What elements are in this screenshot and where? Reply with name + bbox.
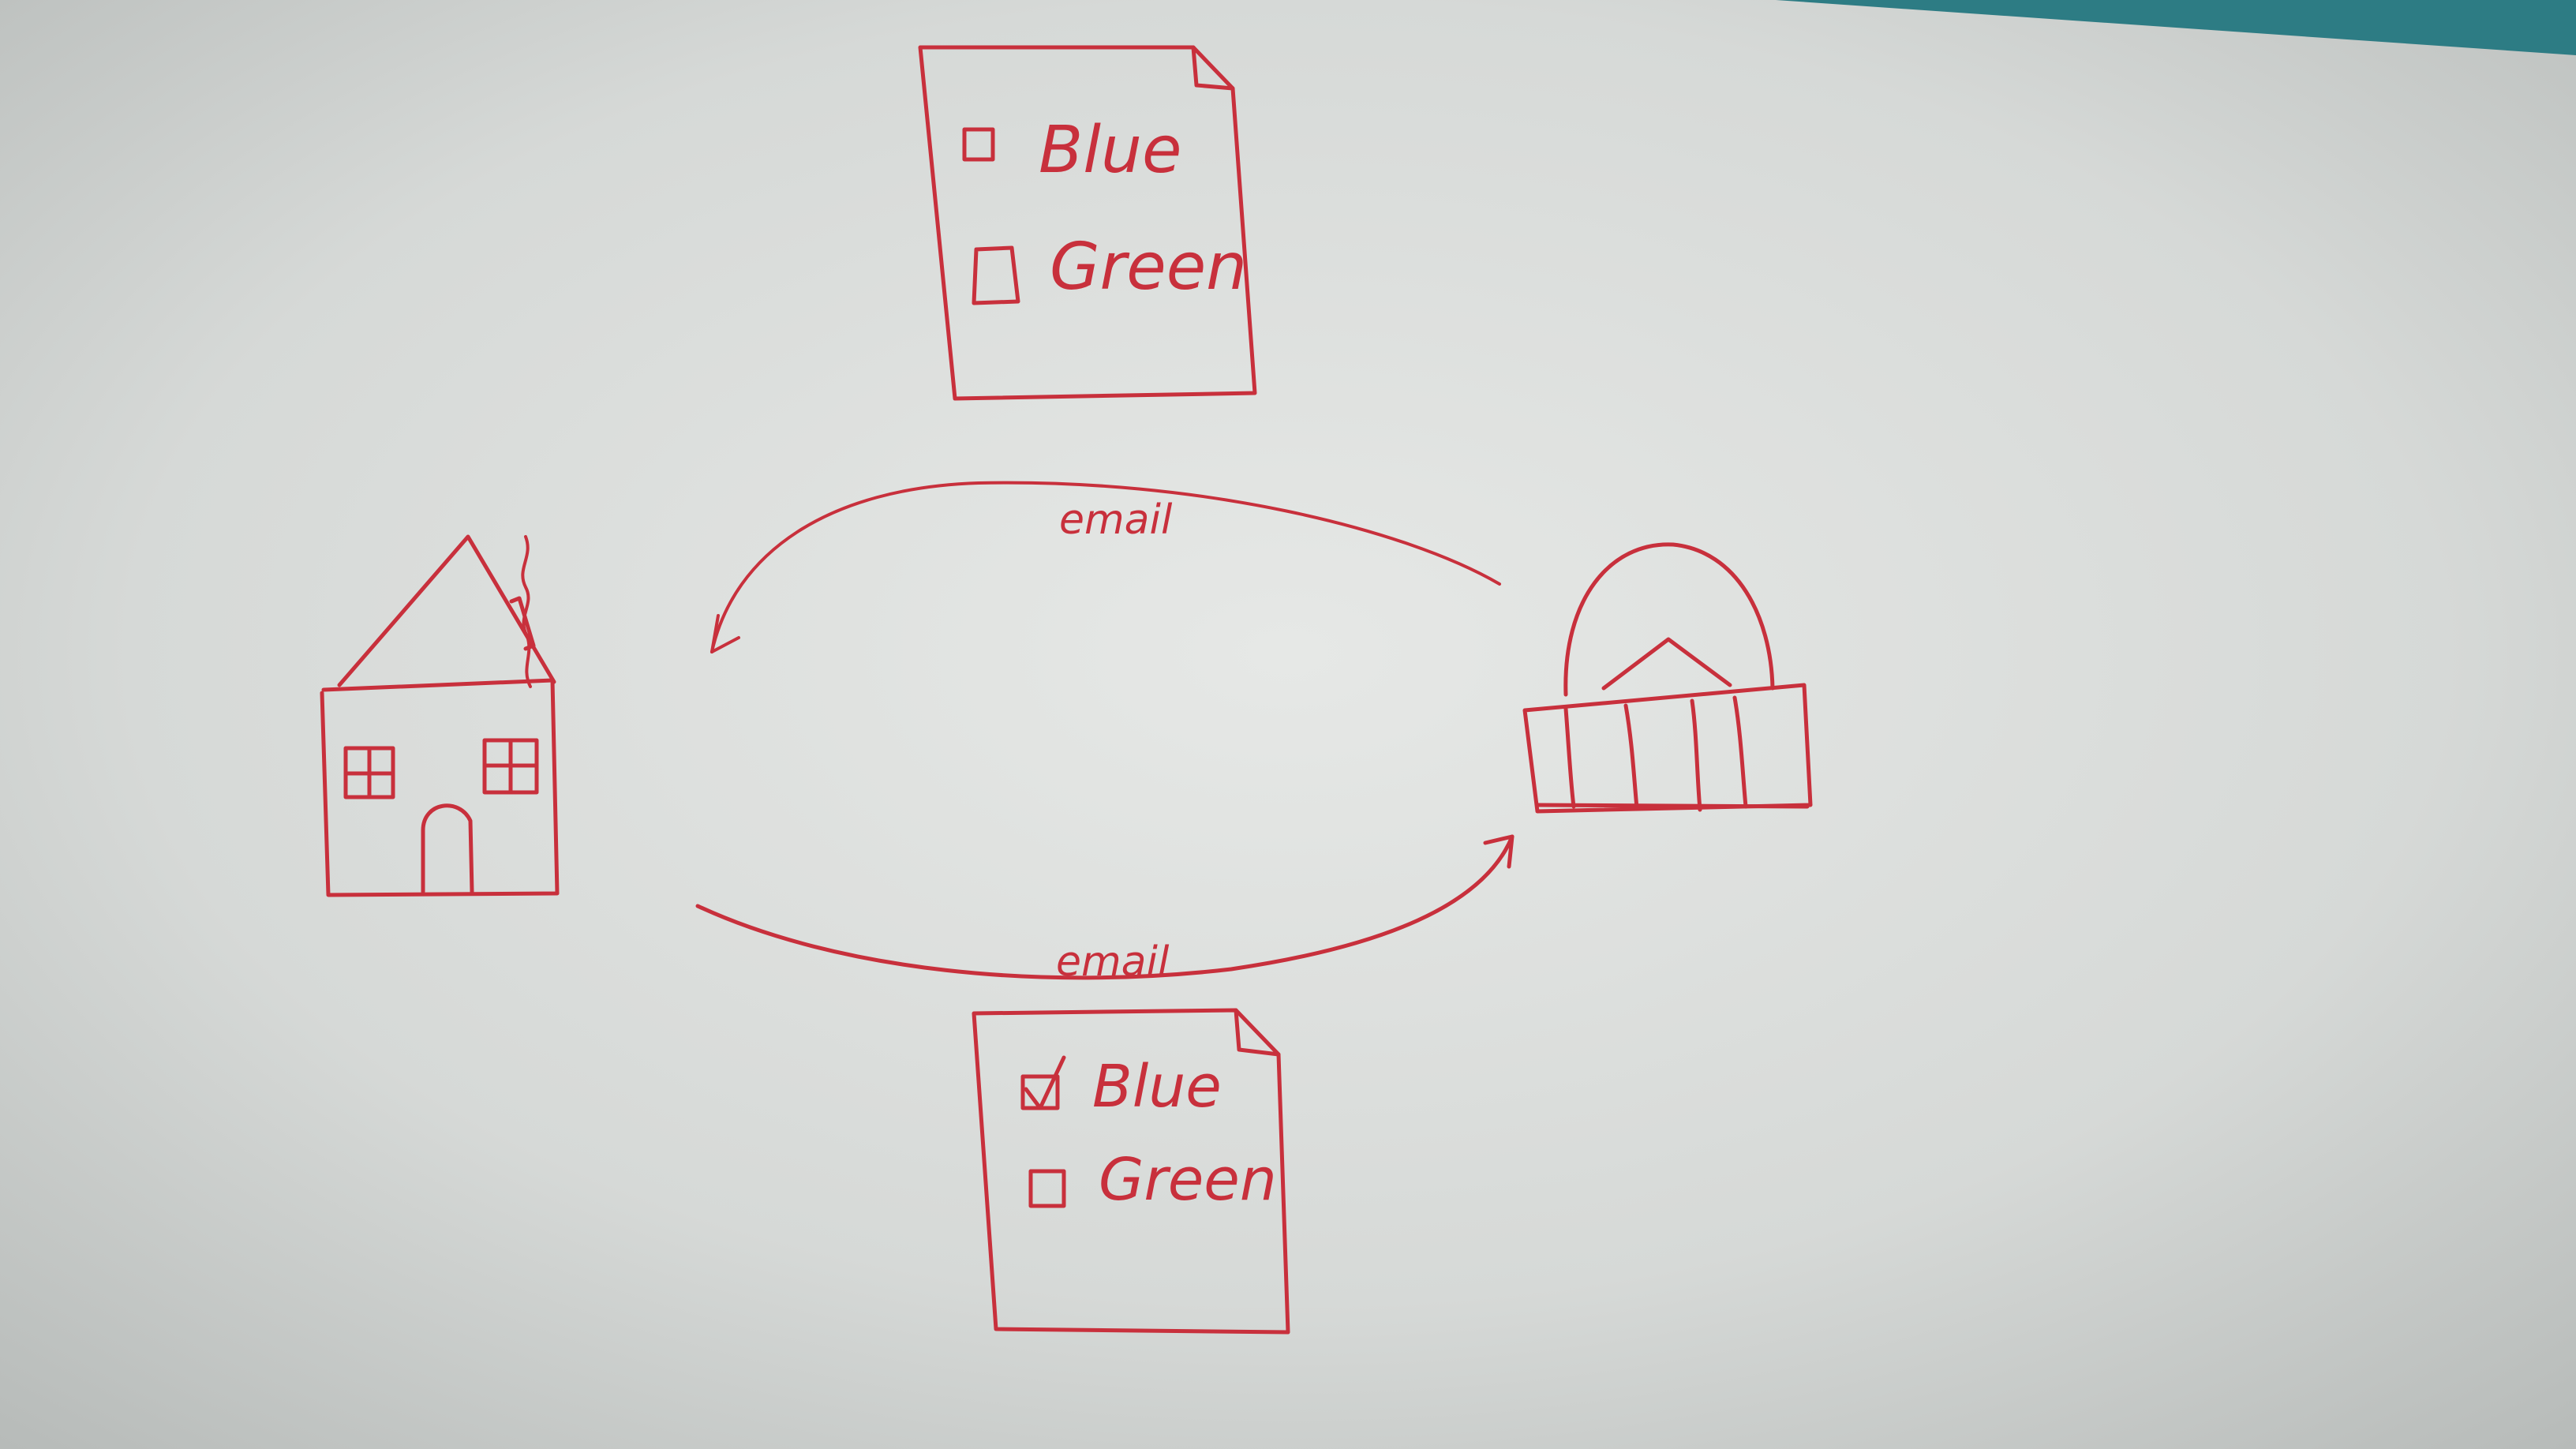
wall-corner xyxy=(1776,0,2576,55)
blank-form-document-icon xyxy=(918,45,1257,401)
top-form-option-blue-label: Blue xyxy=(1039,113,1181,188)
top-form-checkbox-blue xyxy=(962,127,995,162)
bottom-form-option-blue-label: Blue xyxy=(1092,1053,1222,1121)
house-icon xyxy=(320,534,560,897)
top-form-document xyxy=(918,45,1257,401)
top-form-option-green-label: Green xyxy=(1050,230,1247,305)
top-form-checkbox-green xyxy=(972,245,1020,305)
top-arrow-label: email xyxy=(1059,496,1173,544)
email-arrow-to-building xyxy=(695,834,1515,980)
email-arrow-to-house xyxy=(710,481,1501,653)
bottom-arrow-label: email xyxy=(1056,938,1170,986)
bottom-form-document xyxy=(972,1008,1290,1335)
government-building-icon xyxy=(1522,542,1813,814)
bottom-form-option-green-label: Green xyxy=(1099,1146,1277,1214)
completed-form-document-icon xyxy=(972,1008,1290,1335)
bottom-form-checkbox-green xyxy=(1028,1169,1066,1208)
bottom-form-checkbox-blue xyxy=(1020,1055,1066,1110)
